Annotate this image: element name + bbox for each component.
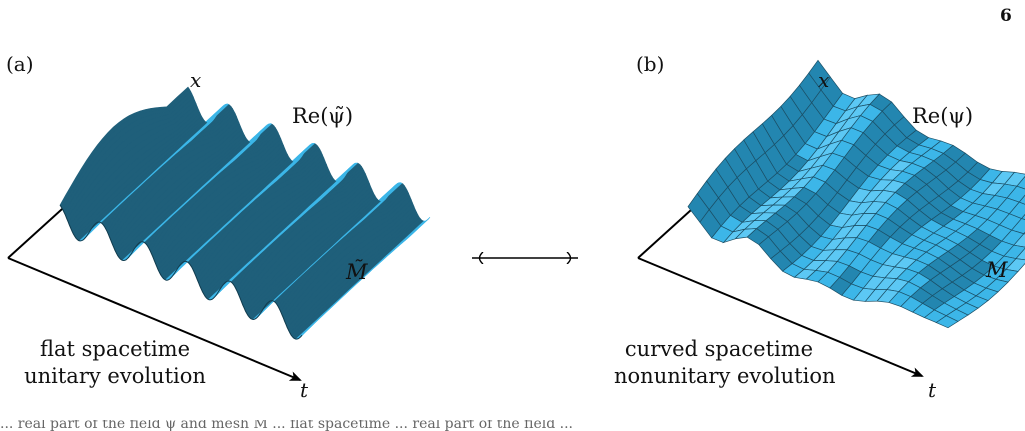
- panel-a-t-axis: [7, 257, 302, 381]
- figure-caption-fragment: ... real part of the field ψ̃ and mesh M…: [0, 420, 574, 431]
- surface-b-cell: [687, 193, 710, 223]
- panel-a-x-label: x: [190, 68, 202, 92]
- panel-b-label: (b): [636, 52, 665, 76]
- panel-b-t-axis: [637, 257, 924, 377]
- surface-a-edge: [59, 204, 303, 340]
- page-number: 6: [1000, 6, 1012, 26]
- panel-a-caption-line1: flat spacetime: [39, 337, 191, 361]
- panel-b-field-label: Re(ψ): [912, 104, 974, 128]
- panel-b-caption: curved spacetime nonunitary evolution: [614, 336, 836, 390]
- panel-b-caption-line2: nonunitary evolution: [614, 364, 836, 388]
- panel-b-x-label: x: [818, 68, 830, 92]
- panel-b-surface: [687, 59, 1025, 329]
- panel-a-field-label: Re(ψ̃): [292, 104, 354, 128]
- panel-a-manifold-label: M̃: [346, 260, 368, 284]
- panel-b-caption-line1: curved spacetime: [624, 337, 814, 361]
- panel-a-caption: flat spacetime unitary evolution: [20, 336, 210, 390]
- panel-b-t-label: t: [928, 378, 937, 402]
- surface-b-cell: [1018, 194, 1025, 205]
- panel-a-surface: [59, 86, 431, 340]
- panel-a-t-label: t: [300, 378, 309, 402]
- panel-a-label: (a): [6, 52, 34, 76]
- panel-b-manifold-label: M: [986, 258, 1008, 282]
- surface-a-strip: [59, 86, 190, 208]
- panel-a-caption-line2: unitary evolution: [24, 364, 206, 388]
